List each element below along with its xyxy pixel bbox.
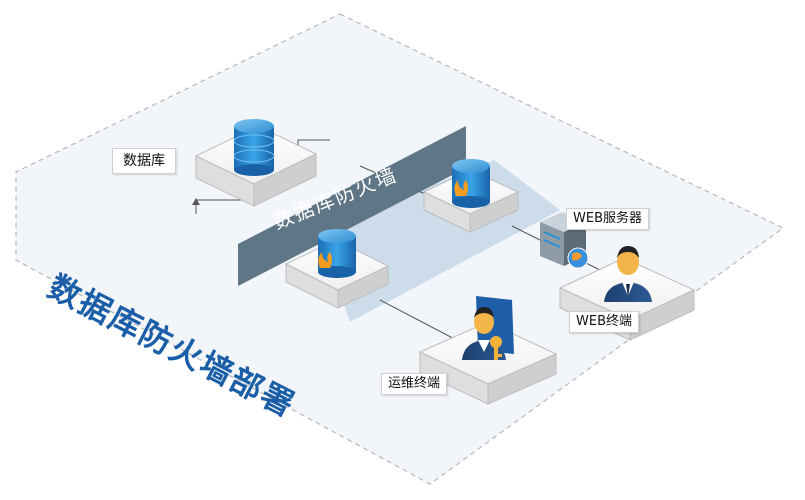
firewall-platform-upper [422,169,520,233]
flame-icon [454,180,468,196]
database-label: 数据库 [112,148,176,174]
flame-icon [318,252,332,268]
arrowhead-db-bottom [192,198,200,205]
ops-user-icon [462,296,514,360]
database-icon [233,119,275,176]
server-icon [540,212,589,269]
firewall-banner [238,126,466,286]
ops-terminal-label: 运维终端 [381,373,448,395]
user-icon [604,246,652,302]
firewall-database-icon [452,159,490,208]
web-server-label: WEB服务器 [566,208,649,230]
firewall-database-icon [318,229,356,278]
key-icon [490,336,502,360]
web-terminal-label: WEB终端 [569,311,639,333]
